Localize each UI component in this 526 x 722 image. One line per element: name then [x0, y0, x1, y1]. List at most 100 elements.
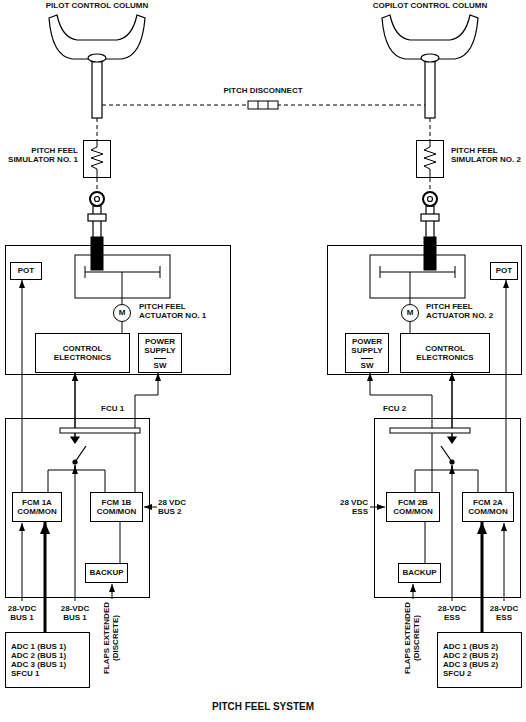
connector [22, 280, 23, 492]
part-label: PITCH DISCONNECT [203, 86, 323, 95]
rod-end [426, 206, 434, 238]
mechanical-link [97, 118, 98, 140]
rod-end [423, 192, 437, 206]
power-wire [425, 522, 426, 563]
box-label: POWER SUPPLY [141, 334, 179, 358]
box-heading: PITCH FEEL SIMULATOR NO. 1 [8, 146, 78, 164]
control-yoke [88, 54, 106, 62]
box-label: FCM 2A [473, 498, 503, 507]
power-box: POWER SUPPLYSW [138, 333, 182, 373]
disconnect-coupling [258, 101, 259, 109]
clutch-mechanism [75, 255, 465, 333]
signal-label: 28-VDC ESS [433, 604, 471, 622]
box-label: POT [496, 266, 512, 275]
clutch-mechanism [370, 255, 465, 298]
power-wire [75, 466, 76, 601]
box-heading: PITCH FEEL SIMULATOR NO. 2 [451, 146, 523, 164]
motor-circle: M [401, 304, 419, 322]
rod-end [88, 192, 439, 238]
box-label: ADC 1 (BUS 1) [11, 642, 66, 651]
box-label: ADC 3 (BUS 2) [443, 660, 498, 669]
clutch-mechanism [410, 272, 411, 298]
box-heading: PITCH FEEL ACTUATOR NO. 1 [139, 302, 227, 320]
clutch-mechanism [85, 266, 86, 278]
box-label: FCM 1B [102, 498, 132, 507]
signal-label: FLAPS EXTENDED (DISCRETE) [403, 600, 421, 676]
box-label: CONTROL ELECTRONICS [38, 344, 127, 362]
box-label: ADC 1 (BUS 2) [443, 642, 498, 651]
signal-label: 28-VDC BUS 1 [3, 604, 41, 622]
fcu-box: FCU 1FCM 1ACOM/MONFCM 1BCOM/MONBACKUP [5, 418, 150, 598]
fcm-box: FCM 2BCOM/MON [386, 492, 440, 522]
signal-label: 28 VDC BUS 2 [158, 498, 198, 516]
backup-box: BACKUP [398, 563, 441, 583]
box-label: POT [18, 266, 34, 275]
power-wire [413, 584, 414, 599]
diagram-title: PITCH FEEL SYSTEM [0, 701, 526, 713]
box-label: COM/MON [17, 507, 57, 516]
rod-end [421, 214, 439, 221]
backup-box: BACKUP [85, 563, 128, 583]
clutch-mechanism [160, 266, 161, 278]
box-label: CONTROL ELECTRONICS [403, 344, 487, 362]
rod-end [428, 197, 433, 202]
box-label: ADC 3 (BUS 1) [11, 660, 66, 669]
box-label: ADC 2 (BUS 1) [11, 651, 66, 660]
box-label: FCM 1A [22, 498, 52, 507]
actuator-block [424, 237, 436, 270]
spring-symbol [91, 141, 436, 177]
actuator-block [91, 237, 436, 270]
selector-switch [441, 446, 452, 462]
box-label: COM/MON [468, 507, 508, 516]
fcu-bus-bar [390, 428, 470, 433]
signal-label: 28 VDC ESS [328, 498, 368, 516]
box-label: COM/MON [393, 507, 433, 516]
pot-box: POT [490, 262, 518, 280]
control-yoke [49, 15, 145, 59]
spring-symbol [91, 141, 103, 177]
rod-end [90, 192, 104, 206]
box-label: BACKUP [89, 568, 123, 577]
power-wire [370, 507, 385, 508]
power-wire [22, 523, 23, 601]
control-yoke [49, 15, 478, 118]
disconnect-coupling [248, 101, 278, 109]
box-label: ADC 2 (BUS 2) [443, 651, 498, 660]
disconnect-coupling [248, 101, 278, 109]
clutch-mechanism [380, 266, 381, 278]
power-wire [22, 466, 504, 601]
box-label: FCM 2B [398, 498, 428, 507]
box-label: COM/MON [97, 507, 137, 516]
power-box: POWER SUPPLYSW [345, 333, 389, 373]
actuator-housing: PITCH FEEL ACTUATOR NO. 2 M POWER SUPPLYSW… [327, 245, 522, 375]
clutch-mechanism [75, 255, 170, 298]
adc-box: ADC 1 (BUS 1)ADC 2 (BUS 1)ADC 3 (BUS 1)S… [5, 632, 90, 688]
power-wire [504, 523, 505, 601]
fcm-box: FCM 1ACOM/MON [12, 492, 62, 522]
connector [481, 522, 484, 632]
fcu-bus-bar [60, 428, 140, 433]
control-box: CONTROL ELECTRONICS [35, 333, 130, 373]
part-label: COPILOT CONTROL COLUMN [355, 1, 505, 10]
rod-end [88, 214, 106, 221]
rod-end [93, 206, 101, 238]
motor-circle: M [113, 304, 131, 322]
box-label: M [407, 308, 414, 317]
simulator-box: PITCH FEEL SIMULATOR NO. 2 [416, 140, 444, 178]
control-yoke [382, 15, 478, 59]
clutch-mechanism [380, 272, 455, 273]
power-wire [120, 522, 121, 563]
connector [44, 522, 47, 632]
box-label: SW [361, 358, 374, 372]
power-wire [144, 507, 157, 508]
disconnect-coupling [268, 101, 269, 109]
fcu-bus-bar [60, 428, 470, 433]
box-heading: PITCH FEEL ACTUATOR NO. 2 [426, 302, 518, 320]
box-label: M [119, 308, 126, 317]
box-label: SFCU 1 [11, 669, 39, 678]
part-label: PILOT CONTROL COLUMN [27, 1, 167, 10]
signal-label: 28-VDC ESS [485, 604, 523, 622]
power-wire [452, 466, 453, 601]
signal-label: 28-VDC BUS 1 [56, 604, 94, 622]
box-label: BACKUP [402, 568, 436, 577]
